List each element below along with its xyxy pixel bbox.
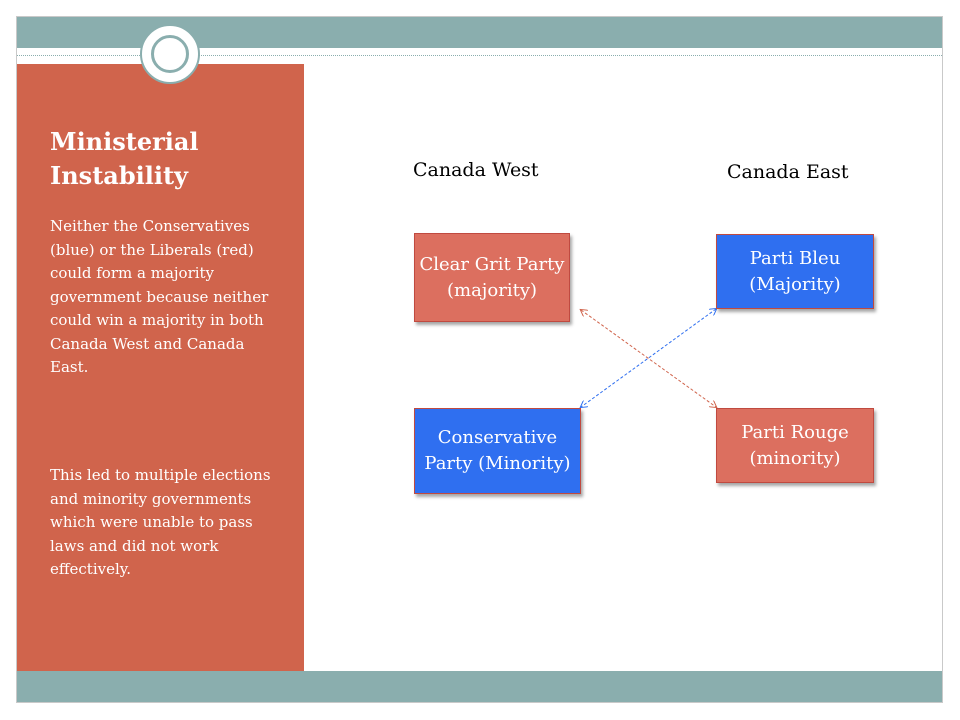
bottom-accent-bar: [17, 671, 942, 702]
conservative-connector-arrow: [581, 309, 716, 407]
dotted-divider: [17, 55, 942, 56]
circle-ornament-inner: [151, 35, 189, 73]
side-panel: [17, 64, 304, 671]
region-label-canada-west: Canada West: [413, 159, 539, 181]
circle-ornament-icon: [140, 24, 200, 84]
parti-rouge-box: Parti Rouge (minority): [716, 408, 874, 483]
region-label-canada-east: Canada East: [727, 161, 849, 183]
clear-grit-party-box: Clear Grit Party (majority): [414, 233, 570, 322]
parti-bleu-box: Parti Bleu (Majority): [716, 234, 874, 309]
panel-paragraph-1: Neither the Conservatives (blue) or the …: [50, 217, 269, 376]
panel-title: Ministerial Instability: [50, 127, 199, 190]
panel-paragraph-2: This led to multiple elections and minor…: [50, 466, 271, 578]
conservative-party-box: Conservative Party (Minority): [414, 408, 581, 494]
